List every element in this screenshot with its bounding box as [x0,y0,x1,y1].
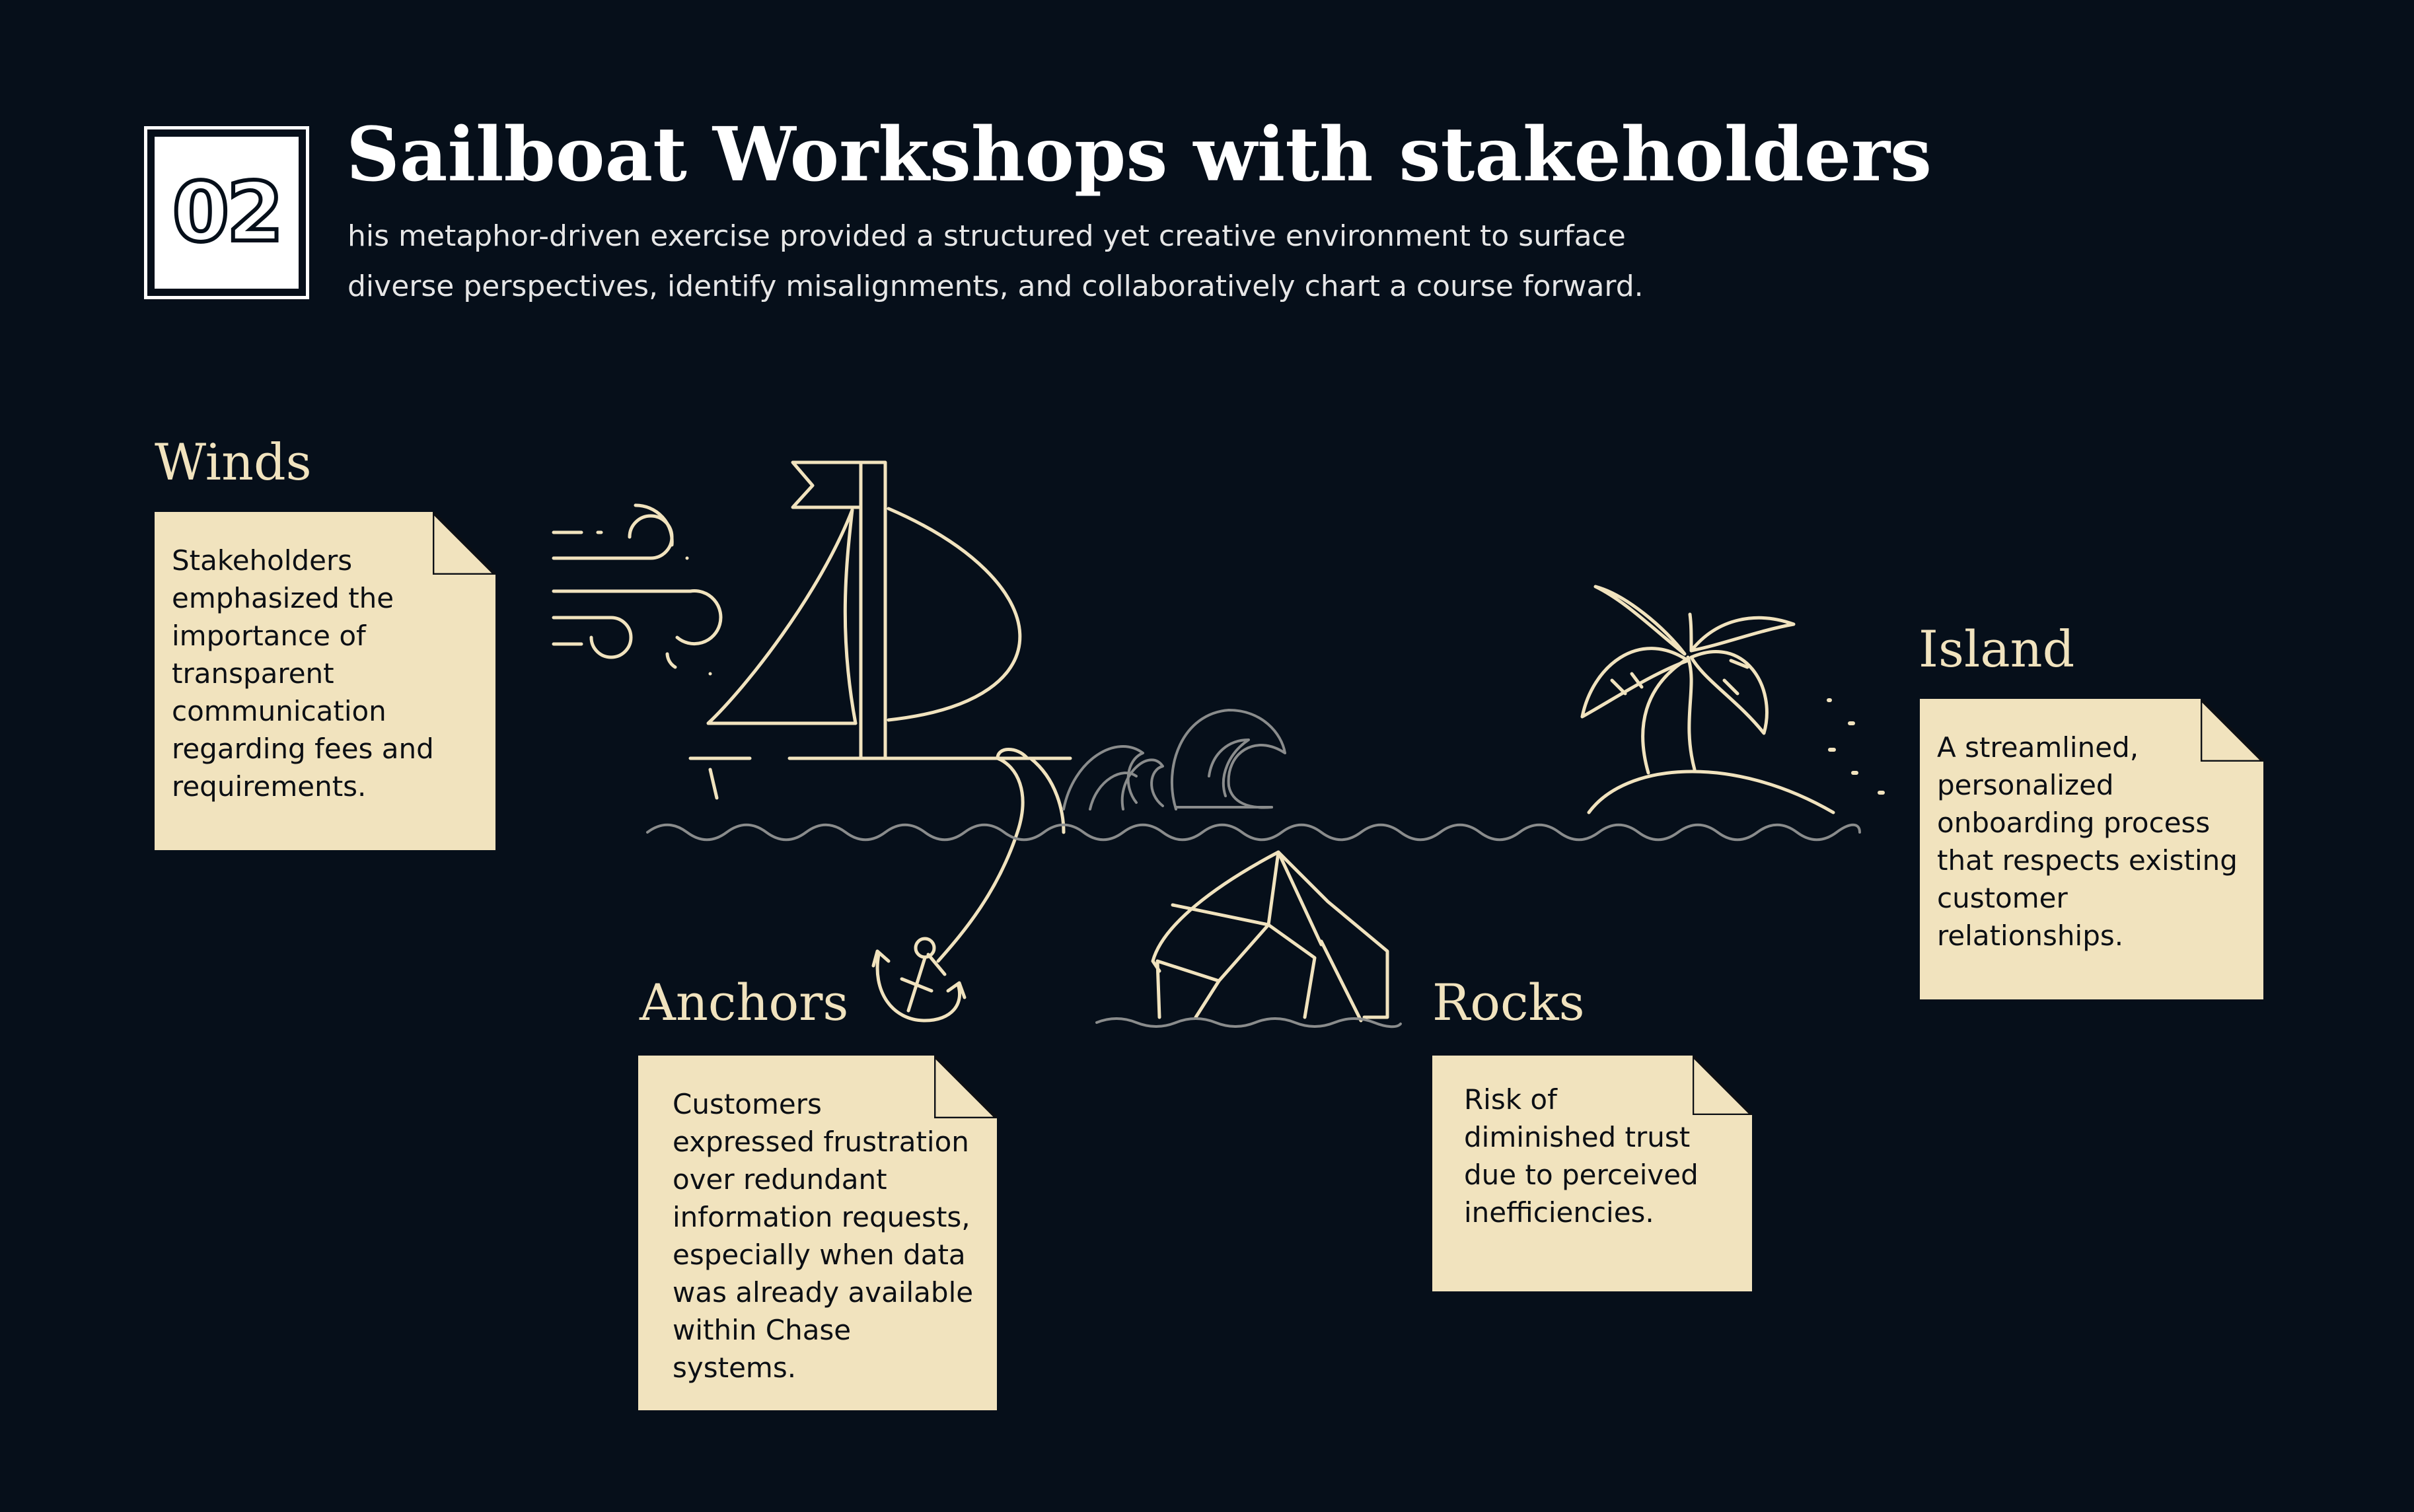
anchor-icon [871,748,1029,1023]
subtitle-line-1: his metaphor-driven exercise provided a … [347,219,1626,253]
anchors-note-line: systems. [673,1351,797,1384]
island-note-line: A streamlined, [1937,731,2139,764]
rock-icon [1151,850,1389,1023]
island-label: Island [1919,620,2075,678]
island-note-line: that respects existing [1937,844,2238,877]
winds-note: Stakeholders emphasized the importance o… [155,512,495,850]
page-title: Sailboat Workshops with stakeholders [346,112,1932,198]
rocks-note-line: Risk of [1464,1083,1557,1116]
anchors-note-line: expressed frustration [673,1126,969,1158]
winds-note-line: communication [172,695,386,727]
island-dots [1827,698,1885,795]
subtitle-line-2: diverse perspectives, identify misalignm… [347,270,1644,303]
anchors-note-line: over redundant [673,1163,887,1196]
anchors-note-line: within Chase [673,1314,852,1346]
note-fold [2201,699,2263,762]
island-note-line: onboarding process [1937,807,2211,839]
anchors-note-line: Customers [673,1088,822,1120]
section-number-badge: 02 [144,126,309,299]
anchors-note: Customers expressed frustration over red… [638,1056,997,1410]
winds-note-line: requirements. [172,770,367,803]
wind-icon [552,503,723,676]
winds-note-line: regarding fees and [172,733,434,765]
sailboat-icon [688,460,1072,834]
winds-note-line: emphasized the [172,582,394,614]
palm-island-icon [1580,585,1835,814]
island-note: A streamlined, personalized onboarding p… [1920,699,2263,999]
note-fold [1693,1056,1752,1115]
rocks-note-line: due to perceived [1464,1159,1699,1191]
anchors-note-line: especially when data [673,1239,966,1271]
winds-note-line: transparent [172,657,334,690]
section-number: 02 [170,165,286,260]
winds-note-line: Stakeholders [172,544,353,577]
anchors-note-line: information requests, [673,1201,970,1233]
anchors-label: Anchors [640,973,849,1032]
rocks-note: Risk of diminished trust due to perceive… [1432,1056,1752,1291]
anchors-note-line: was already available [673,1276,974,1309]
winds-label: Winds [155,433,312,491]
island-note-line: relationships. [1937,919,2124,952]
winds-note-line: importance of [172,620,366,652]
page-subtitle: his metaphor-driven exercise provided a … [347,211,1702,312]
island-note-line: customer [1937,882,2068,914]
waves-icon [646,709,1861,1028]
island-note-line: personalized [1937,769,2114,801]
rocks-note-line: inefficiencies. [1464,1196,1654,1229]
rocks-label: Rocks [1432,973,1585,1032]
note-fold [433,512,495,575]
note-fold [934,1056,997,1118]
rocks-note-line: diminished trust [1464,1121,1691,1153]
